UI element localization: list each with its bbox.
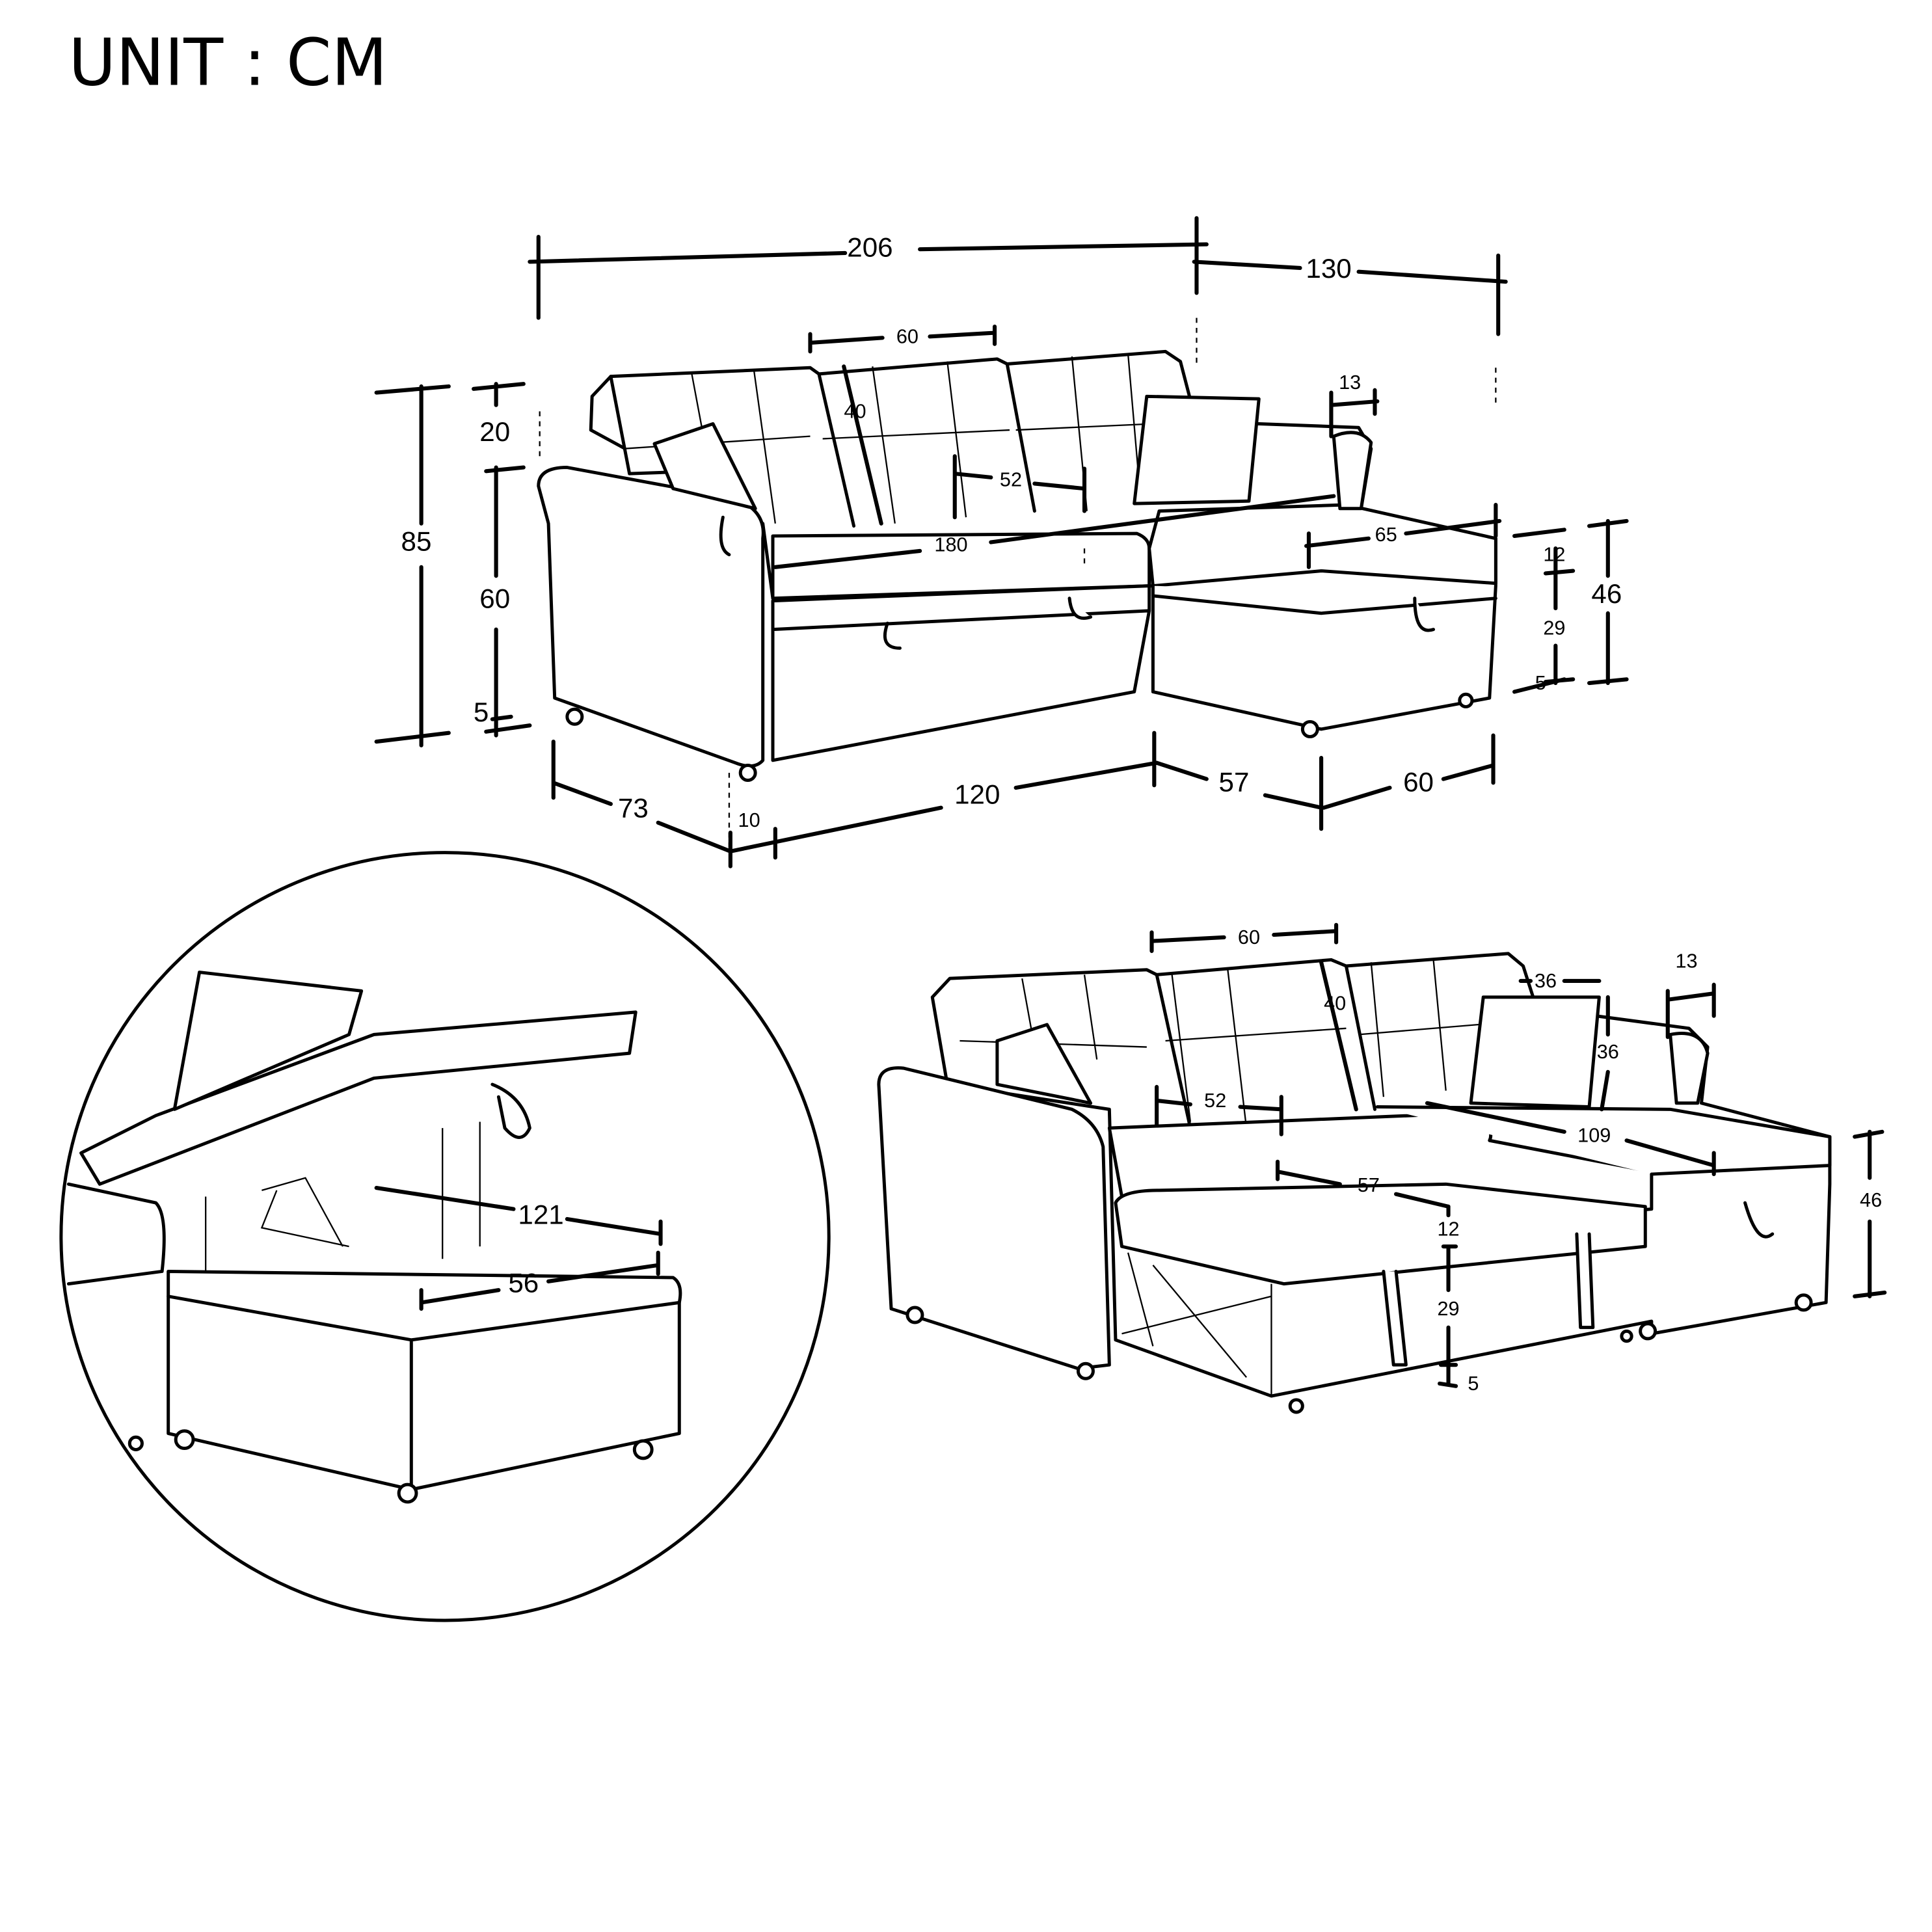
label-52: 52 — [1000, 469, 1022, 491]
label-12-bed: 12 — [1437, 1218, 1459, 1240]
label-109: 109 — [1577, 1125, 1611, 1147]
label-57: 57 — [1219, 766, 1250, 797]
label-40-bed: 40 — [1324, 992, 1346, 1014]
label-5-bed: 5 — [1468, 1373, 1479, 1395]
dimension-lines-bed — [1149, 922, 1887, 1388]
label-60-height: 60 — [479, 584, 510, 614]
label-20: 20 — [479, 416, 510, 447]
label-46: 46 — [1591, 578, 1622, 609]
labels-bed: 60 40 36 13 36 52 109 57 12 29 5 46 — [1204, 926, 1882, 1395]
label-13: 13 — [1339, 371, 1361, 394]
label-5: 5 — [474, 697, 489, 727]
sofa-drawing-top — [537, 349, 1497, 782]
label-5-chaise: 5 — [1535, 672, 1546, 694]
label-60-depth: 60 — [1403, 766, 1434, 797]
label-121: 121 — [518, 1199, 563, 1229]
sofa-drawing-bed — [877, 952, 1832, 1414]
label-65: 65 — [1375, 524, 1397, 546]
label-60: 60 — [896, 325, 919, 347]
label-46-bed: 46 — [1860, 1189, 1882, 1211]
label-36-width: 36 — [1535, 970, 1557, 992]
label-13-bed: 13 — [1675, 950, 1697, 972]
label-57-bed: 57 — [1358, 1174, 1380, 1196]
label-12: 12 — [1543, 544, 1565, 566]
label-120: 120 — [954, 779, 1000, 810]
storage-detail: 121 56 — [59, 851, 831, 1622]
label-40: 40 — [844, 400, 866, 422]
label-73: 73 — [618, 793, 649, 824]
label-56: 56 — [508, 1268, 539, 1298]
label-130: 130 — [1306, 253, 1351, 284]
label-36-height: 36 — [1597, 1041, 1619, 1063]
label-29-bed: 29 — [1437, 1298, 1459, 1320]
label-85: 85 — [401, 526, 432, 557]
label-180: 180 — [934, 533, 967, 556]
label-206: 206 — [847, 232, 892, 262]
label-10: 10 — [738, 809, 760, 831]
dimension-lines-top — [374, 216, 1629, 868]
unit-title: UNIT : CM — [68, 25, 387, 100]
label-29: 29 — [1543, 617, 1565, 639]
labels-top: 206 130 60 40 13 52 180 65 85 20 60 5 12… — [401, 232, 1622, 831]
label-60-bed: 60 — [1238, 926, 1260, 948]
label-52-bed: 52 — [1204, 1090, 1226, 1112]
